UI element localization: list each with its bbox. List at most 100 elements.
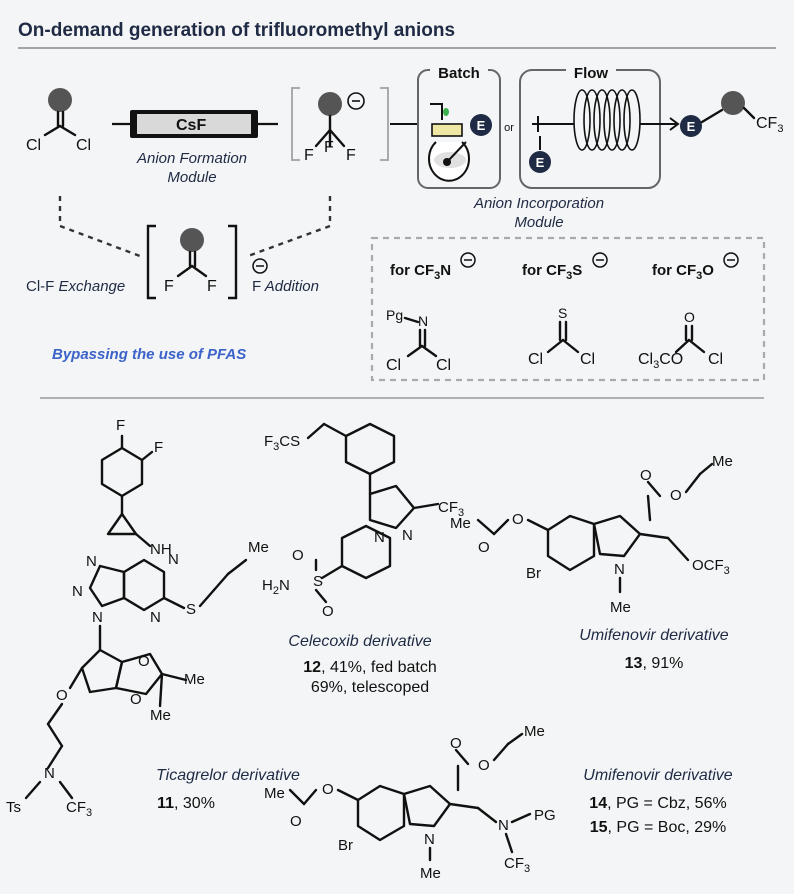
svg-text:Cl3CO: Cl3CO xyxy=(638,351,683,371)
svg-text:S: S xyxy=(313,573,323,590)
thiophosgene: S Cl Cl xyxy=(528,305,595,368)
flow-panel: Flow E xyxy=(519,62,680,189)
svg-text:Batch: Batch xyxy=(438,65,480,82)
svg-text:F: F xyxy=(207,278,217,295)
svg-text:O: O xyxy=(322,603,334,620)
celecoxib-name: Celecoxib derivative xyxy=(288,633,431,650)
svg-text:O: O xyxy=(684,309,695,325)
svg-text:O: O xyxy=(512,511,524,528)
svg-text:Me: Me xyxy=(264,785,285,802)
svg-text:Flow: Flow xyxy=(574,65,608,82)
svg-text:N: N xyxy=(150,609,161,626)
svg-text:PG: PG xyxy=(534,807,556,824)
figure-title: On-demand generation of trifluoromethyl … xyxy=(18,20,455,41)
svg-text:F: F xyxy=(324,139,334,156)
precursor-label-s: for CF3S xyxy=(522,252,608,282)
isocyanide-dichloride: Pg N Cl Cl xyxy=(386,307,451,374)
svg-text:S: S xyxy=(186,601,196,618)
umifenovir-1415-name: Umifenovir derivative xyxy=(583,767,732,784)
svg-text:Cl: Cl xyxy=(386,357,401,374)
svg-text:N: N xyxy=(168,551,179,568)
svg-text:O: O xyxy=(478,539,490,556)
or-label: or xyxy=(504,122,514,134)
svg-text:for CF3N: for CF3N xyxy=(390,262,451,282)
cl-f-exchange-label: Cl-F Exchange xyxy=(26,278,125,295)
svg-text:N: N xyxy=(86,553,97,570)
svg-text:Me: Me xyxy=(450,515,471,532)
svg-text:Cl: Cl xyxy=(26,137,41,154)
svg-text:F: F xyxy=(164,278,174,295)
umifenovir-13-name: Umifenovir derivative xyxy=(579,627,728,644)
ticagrelor-structure: F F NH N N N N N S Me O O Me Me O N xyxy=(6,417,269,819)
svg-text:Me: Me xyxy=(150,707,171,724)
umifenovir-15-yield: 15, PG = Boc, 29% xyxy=(590,819,727,836)
batch-panel: Batch E xyxy=(417,62,501,189)
celecoxib-yield-1: 12, 41%, fed batch xyxy=(303,659,436,676)
umifenovir-13-structure: Me O O OCF3 N Me Br O O Me xyxy=(450,453,733,616)
svg-text:F: F xyxy=(346,147,356,164)
anion-formation-label-2: Module xyxy=(167,169,216,186)
svg-text:N: N xyxy=(424,831,435,848)
svg-text:F3CS: F3CS xyxy=(264,433,300,453)
f-addition-label: F Addition xyxy=(252,258,319,295)
svg-text:for CF3O: for CF3O xyxy=(652,262,714,282)
svg-text:E: E xyxy=(536,155,545,170)
mechanism-dashes xyxy=(58,196,332,258)
svg-text:Cl: Cl xyxy=(528,351,543,368)
svg-text:N: N xyxy=(72,583,83,600)
svg-text:O: O xyxy=(130,691,142,708)
svg-text:Me: Me xyxy=(248,539,269,556)
svg-text:CF3: CF3 xyxy=(756,115,783,135)
svg-text:O: O xyxy=(322,781,334,798)
anion-incorporation-label: Anion Incorporation xyxy=(473,195,604,212)
svg-text:F: F xyxy=(116,417,125,434)
svg-text:E: E xyxy=(687,119,696,134)
svg-text:O: O xyxy=(640,467,652,484)
svg-text:O: O xyxy=(290,813,302,830)
svg-text:Br: Br xyxy=(526,565,541,582)
ticagrelor-yield: 11, 30% xyxy=(157,795,215,812)
svg-text:O: O xyxy=(450,735,462,752)
svg-text:Me: Me xyxy=(420,865,441,882)
svg-text:N: N xyxy=(498,817,509,834)
difluoro-alkene: F F xyxy=(146,224,238,300)
svg-text:O: O xyxy=(478,757,490,774)
dichloro-alkene: Cl Cl xyxy=(26,88,91,154)
svg-text:F Addition: F Addition xyxy=(252,278,319,295)
product-e-cf3: E CF3 xyxy=(680,91,783,137)
svg-text:Cl: Cl xyxy=(708,351,723,368)
svg-text:O: O xyxy=(56,687,68,704)
pfas-note: Bypassing the use of PFAS xyxy=(52,346,246,363)
precursor-label-n: for CF3N xyxy=(390,252,476,282)
svg-text:Cl: Cl xyxy=(436,357,451,374)
svg-text:N: N xyxy=(44,765,55,782)
cf3-anion: F F F xyxy=(291,87,389,164)
svg-text:Me: Me xyxy=(610,599,631,616)
celecoxib-structure: F3CS CF3 N N S O O H2N xyxy=(262,422,464,620)
celecoxib-yield-2: 69%, telescoped xyxy=(311,679,429,696)
svg-text:Me: Me xyxy=(712,453,733,470)
svg-text:Cl: Cl xyxy=(76,137,91,154)
svg-text:Me: Me xyxy=(524,723,545,740)
svg-text:Ts: Ts xyxy=(6,799,21,816)
umifenovir-1415-structure: Me O O N PG CF3 N Me Br O O Me xyxy=(264,723,556,882)
svg-text:for CF3S: for CF3S xyxy=(522,262,582,282)
csf-cartridge: CsF xyxy=(112,110,278,138)
umifenovir-14-yield: 14, PG = Cbz, 56% xyxy=(589,795,726,812)
svg-text:N: N xyxy=(92,609,103,626)
diphosgene: O Cl3CO Cl xyxy=(638,309,723,371)
svg-text:N: N xyxy=(374,529,385,546)
svg-text:CF3: CF3 xyxy=(504,855,530,875)
svg-text:CF3: CF3 xyxy=(438,499,464,519)
precursor-box xyxy=(370,236,766,382)
svg-text:Pg: Pg xyxy=(386,307,403,323)
svg-text:NH: NH xyxy=(150,541,172,558)
svg-text:N: N xyxy=(418,313,428,329)
svg-text:E: E xyxy=(477,118,486,133)
svg-text:F: F xyxy=(154,439,163,456)
umifenovir-13-yield: 13, 91% xyxy=(625,655,684,672)
svg-text:N: N xyxy=(614,561,625,578)
svg-text:F: F xyxy=(304,147,314,164)
precursor-label-o: for CF3O xyxy=(652,252,739,282)
